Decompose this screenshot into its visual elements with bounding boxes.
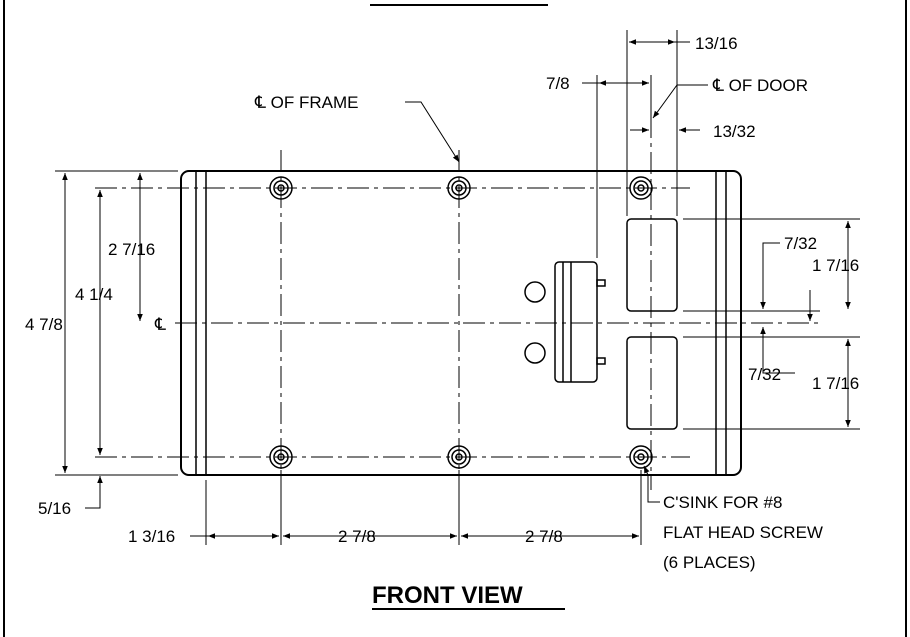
dim-1-3-16: 1 3/16	[128, 527, 175, 546]
dim-leader-7-32-upper	[760, 242, 780, 309]
csink-hole	[269, 445, 293, 469]
dim-1-7-16-lower: 1 7/16	[812, 374, 859, 393]
dim-5-16: 5/16	[38, 499, 71, 518]
csink-hole	[447, 176, 471, 200]
leader-lines	[405, 84, 708, 503]
csink-note-line1: C'SINK FOR #8	[663, 493, 782, 512]
csink-hole	[629, 176, 653, 200]
extension-lines	[55, 30, 860, 545]
dim-7-32-lower: 7/32	[748, 365, 781, 384]
plain-hole-lower	[524, 342, 546, 364]
dim-4-7-8: 4 7/8	[25, 315, 63, 334]
label-cl-of-frame: ℄ OF FRAME	[254, 93, 358, 112]
dim-1-7-16-upper: 1 7/16	[812, 256, 859, 275]
leader-cl-frame	[405, 101, 460, 163]
latch-block	[554, 261, 606, 383]
door-slot-upper	[626, 218, 678, 312]
label-cl-of-door: ℄ OF DOOR	[712, 76, 808, 95]
centerlines	[95, 80, 820, 490]
door-slot-lower	[626, 336, 678, 430]
dim-2-7-16: 2 7/16	[108, 240, 155, 259]
leader-cl-door	[652, 84, 708, 119]
csink-hole	[629, 445, 653, 469]
dim-2-7-8-a: 2 7/8	[338, 527, 376, 546]
screw-holes	[269, 176, 653, 469]
csink-hole	[269, 176, 293, 200]
label-cl-symbol: ℄	[154, 315, 166, 334]
plain-hole-upper	[524, 281, 546, 303]
dim-7-32-upper: 7/32	[784, 234, 817, 253]
csink-hole	[447, 445, 471, 469]
dim-leader-7-32-lower	[760, 327, 795, 374]
dim-7-8: 7/8	[546, 74, 570, 93]
dim-13-32: 13/32	[713, 122, 756, 141]
dim-2-7-8-b: 2 7/8	[525, 527, 563, 546]
csink-note-line3: (6 PLACES)	[663, 553, 756, 572]
dim-13-16: 13/16	[695, 34, 738, 53]
leader-csink	[643, 465, 660, 503]
view-title: FRONT VIEW	[372, 582, 523, 609]
csink-note-line2: FLAT HEAD SCREW	[663, 523, 823, 542]
dim-leader-5-16	[85, 505, 101, 509]
dim-4-1-4: 4 1/4	[75, 285, 113, 304]
dimension-lines	[62, 39, 851, 539]
